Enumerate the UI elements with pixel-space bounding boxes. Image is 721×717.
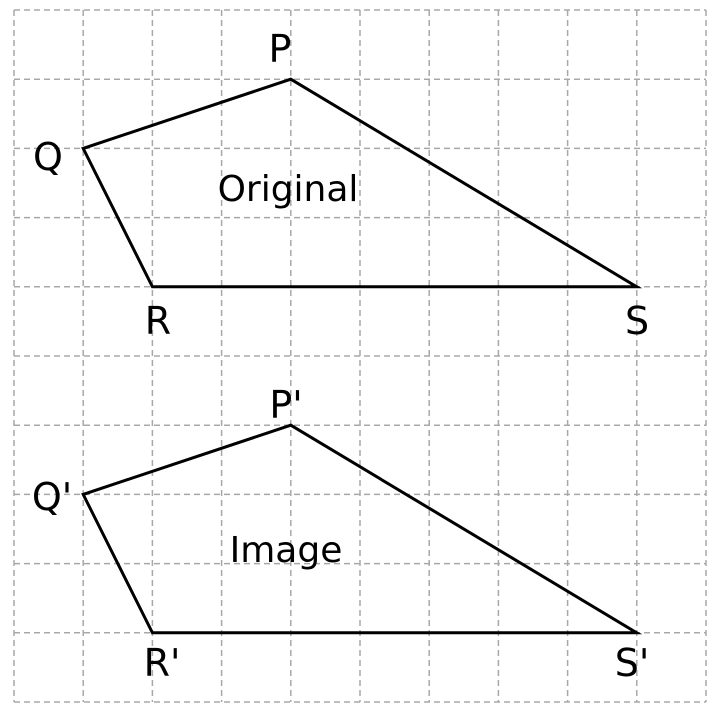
image-quadrilateral	[81, 423, 643, 635]
vertex-label-r-prime: R'	[144, 641, 181, 685]
vertex-label-q-prime: Q'	[32, 475, 72, 519]
vertex-label-q: Q	[33, 135, 63, 179]
vertex-label-r: R	[145, 299, 171, 343]
vertex-label-p-prime: P'	[269, 383, 302, 427]
original-shape-label: Original	[218, 169, 359, 210]
vertex-label-s: S	[625, 299, 649, 343]
vertex-label-s-prime: S'	[615, 641, 650, 685]
image-shape: Image P' S' R' Q'	[32, 383, 649, 685]
image-shape-label: Image	[230, 530, 343, 571]
original-shape: Original P S R Q	[33, 27, 649, 343]
vertex-label-p: P	[269, 27, 292, 71]
original-quadrilateral	[81, 77, 643, 289]
